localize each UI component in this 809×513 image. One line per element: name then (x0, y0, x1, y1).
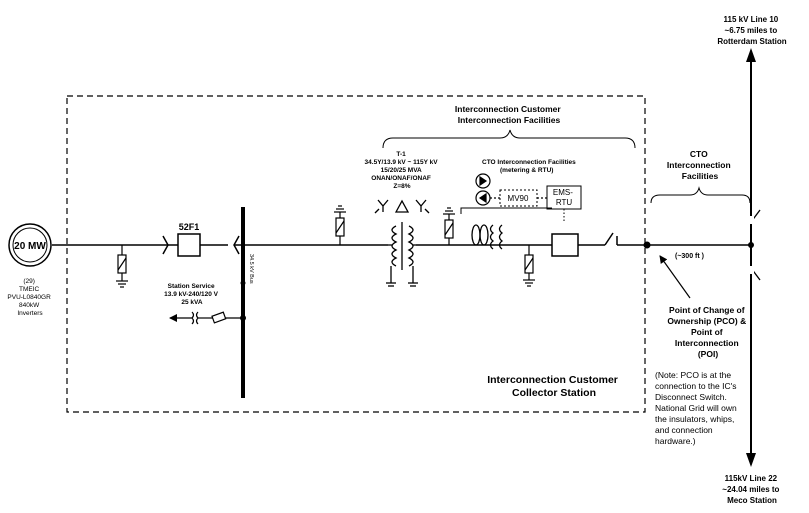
line-south-text: 115kV Line 22 (725, 474, 778, 483)
transformer-line: 15/20/25 MVA (381, 167, 422, 174)
generator-desc-line: PVU-L0840GR (7, 294, 51, 301)
ct-bracket (460, 207, 552, 214)
line-north-text: Rotterdam Station (717, 37, 786, 46)
bus-tap-node (240, 315, 246, 321)
station-service-line: 13.9 kV-240/120 V (164, 291, 219, 298)
bus-label: 34.5 kV Bus (248, 254, 254, 284)
arrow-south-icon (746, 453, 756, 467)
note-line: National Grid will own (655, 403, 737, 413)
tap-node (748, 242, 754, 248)
ic-facilities-line: Interconnection Facilities (458, 115, 561, 125)
pco-label: Point of Change of Ownership (PCO) & Poi… (667, 305, 748, 359)
meter-label: MV90 (508, 194, 529, 203)
mv90-box (499, 189, 538, 207)
cto-facilities-line: Interconnection (667, 160, 731, 170)
generator-desc-line: (29) (23, 278, 35, 285)
meter-icon (475, 173, 547, 206)
generator-rating: 20 MW (14, 241, 46, 252)
pco-note: (Note: PCO is at the connection to the I… (655, 370, 739, 446)
surge-arrester-icon (523, 245, 535, 287)
generator-desc-line: 840kW (19, 302, 40, 309)
surge-arrester-icon (116, 245, 128, 288)
surge-arrester-icon (334, 205, 346, 245)
pco-line: Point of Change of (669, 305, 745, 315)
disconnect-switch-icon (604, 232, 618, 246)
note-line: and connection (655, 425, 713, 435)
transformer-line: Z=8% (393, 183, 410, 190)
generator-description: (29) TMEIC PVU-L0840GR 840kW Inverters (7, 278, 52, 317)
generator-desc-line: TMEIC (19, 286, 40, 293)
collector-station-label: Interconnection Customer Collector Stati… (487, 374, 621, 399)
transformer-line: T-1 (396, 151, 406, 158)
cto-facilities-label: CTO Interconnection Facilities (667, 149, 733, 181)
note-line: Disconnect Switch. (655, 392, 727, 402)
pco-pointer-arrow (659, 255, 691, 299)
cto-facilities-line: Facilities (682, 171, 719, 181)
surge-arrester-icon (443, 207, 455, 245)
cto-ic-label: CTO Interconnection Facilities (metering… (482, 159, 578, 174)
line-south-text: ~24.04 miles to (722, 485, 779, 494)
winding-symbols-icon (374, 199, 430, 214)
pco-line: Point of (691, 327, 723, 337)
collector-line: Collector Station (512, 387, 596, 399)
cto-facilities-line: CTO (690, 149, 708, 159)
ic-facilities-bracket (382, 129, 636, 149)
distance-label: (~300 ft ) (675, 253, 704, 260)
transformer-label: T-1 34.5Y/13.9 kV ~ 115Y kV 15/20/25 MVA… (365, 151, 440, 190)
station-service-label: Station Service 13.9 kV-240/120 V 25 kVA (164, 283, 220, 306)
note-line: connection to the IC's (655, 381, 736, 391)
note-line: the insulators, whips, (655, 414, 734, 424)
collector-station-boundary (66, 95, 646, 413)
transformer-line: ONAN/ONAF/ONAF (371, 175, 431, 182)
line-south-label: 115kV Line 22 ~24.04 miles to Meco Stati… (722, 474, 781, 505)
ic-breaker-box (551, 233, 579, 257)
cto-ic-line: (metering & RTU) (500, 167, 553, 174)
collector-line: Interconnection Customer (487, 374, 618, 386)
rtu-line: RTU (556, 198, 573, 207)
current-transformer-icon (471, 224, 504, 250)
cto-facilities-bracket (650, 186, 751, 204)
pco-line: Ownership (PCO) & (667, 316, 746, 326)
rtu-line: EMS- (553, 188, 573, 197)
cto-ic-line: CTO Interconnection Facilities (482, 159, 576, 166)
transformer-line: 34.5Y/13.9 kV ~ 115Y kV (365, 159, 439, 166)
rtu-label: EMS- RTU (553, 188, 575, 207)
transformer-t1 (386, 222, 418, 287)
note-line: (Note: PCO is at the (655, 370, 731, 380)
poi-node (643, 241, 651, 249)
ic-facilities-line: Interconnection Customer (455, 104, 561, 114)
line-north-label: 115 kV Line 10 ~6.75 miles to Rotterdam … (717, 15, 786, 46)
note-line: hardware.) (655, 436, 696, 446)
station-service-transformer (169, 311, 243, 325)
breaker-52f1 (162, 233, 240, 257)
ic-facilities-label: Interconnection Customer Interconnection… (455, 104, 563, 125)
breaker-label: 52F1 (179, 222, 200, 232)
line-south-text: Meco Station (727, 496, 777, 505)
line-north-text: 115 kV Line 10 (724, 15, 779, 24)
pco-line: (POI) (698, 349, 718, 359)
arrow-north-icon (746, 48, 756, 62)
pco-line: Interconnection (675, 338, 739, 348)
station-service-line: 25 kVA (181, 299, 203, 306)
bus-tap-node (240, 280, 246, 286)
generator (8, 223, 52, 267)
station-service-line: Station Service (168, 283, 215, 290)
line-north-text: ~6.75 miles to (725, 26, 778, 35)
generator-desc-line: Inverters (17, 310, 43, 317)
